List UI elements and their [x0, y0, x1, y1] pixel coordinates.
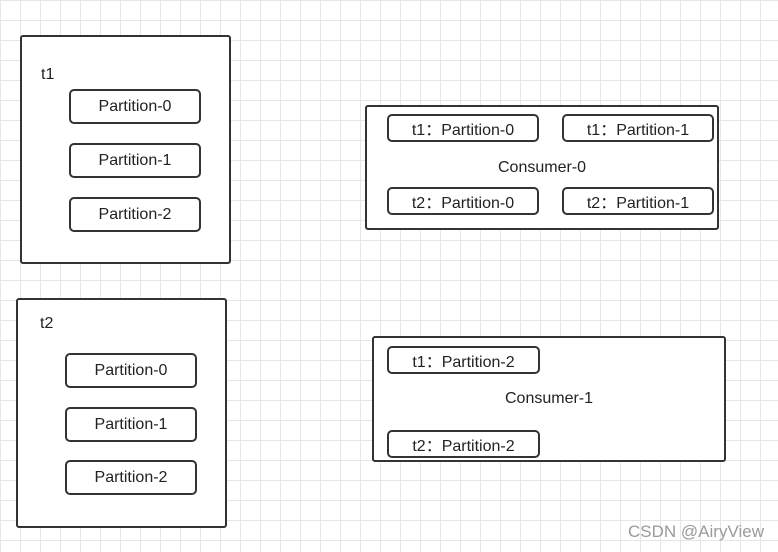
- topic-t2-partition-2: Partition-2: [65, 460, 197, 495]
- topic-t1-partition-2: Partition-2: [69, 197, 201, 232]
- consumer-1-box: t1：Partition-2 Consumer-1 t2：Partition-2: [372, 336, 726, 462]
- topic-t1-box: t1 Partition-0 Partition-1 Partition-2: [20, 35, 231, 264]
- consumer-0-assignment-t2-partition-0: t2：Partition-0: [387, 187, 539, 215]
- consumer-0-label: Consumer-0: [497, 159, 587, 176]
- topic-t1-label: t1: [41, 66, 55, 83]
- topic-t1-partition-0: Partition-0: [69, 89, 201, 124]
- consumer-1-assignment-t2-partition-2: t2：Partition-2: [387, 430, 540, 458]
- watermark: CSDN @AiryView: [628, 522, 764, 541]
- topic-t2-partition-0: Partition-0: [65, 353, 197, 388]
- consumer-0-assignment-t2-partition-1: t2：Partition-1: [562, 187, 714, 215]
- consumer-0-box: t1：Partition-0 t1：Partition-1 Consumer-0…: [365, 105, 719, 230]
- topic-t1-partition-1: Partition-1: [69, 143, 201, 178]
- topic-t2-box: t2 Partition-0 Partition-1 Partition-2: [16, 298, 227, 528]
- consumer-0-assignment-t1-partition-1: t1：Partition-1: [562, 114, 714, 142]
- consumer-1-label: Consumer-1: [504, 390, 594, 407]
- topic-t2-partition-1: Partition-1: [65, 407, 197, 442]
- consumer-1-assignment-t1-partition-2: t1：Partition-2: [387, 346, 540, 374]
- consumer-0-assignment-t1-partition-0: t1：Partition-0: [387, 114, 539, 142]
- topic-t2-label: t2: [40, 315, 54, 332]
